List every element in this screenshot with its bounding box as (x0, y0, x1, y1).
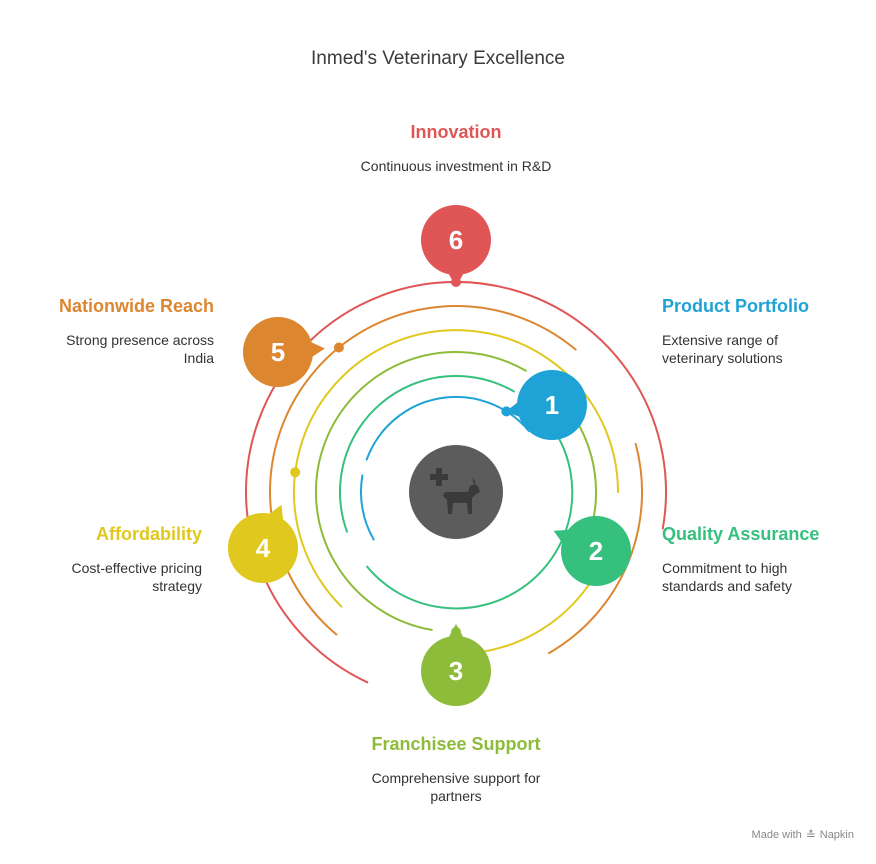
diagram-title: Inmed's Veterinary Excellence (311, 48, 565, 69)
bubble-number-1: 1 (545, 390, 559, 420)
bubble-number-5: 5 (271, 337, 285, 367)
heading-6: Innovation (410, 122, 502, 142)
bubble-circle-2 (561, 516, 631, 586)
bubble-1: 1 (505, 370, 587, 440)
label-quality-assurance: Quality Assurance Commitment to high sta… (662, 524, 876, 595)
label-nationwide-reach: Nationwide Reach Strong presence across … (0, 296, 214, 367)
bubble-6: 6 (421, 205, 491, 287)
label-product-portfolio: Product Portfolio Extensive range of vet… (662, 296, 876, 367)
napkin-brand: Napkin (819, 829, 854, 841)
ring-arc-2 (366, 433, 574, 610)
bubble-number-4: 4 (256, 533, 271, 563)
ring-arc-4 (293, 329, 619, 608)
bubble-number-3: 3 (449, 656, 463, 686)
bubble-circle-3 (421, 636, 491, 706)
heading-3: Franchisee Support (371, 734, 541, 754)
bubble-number-2: 2 (589, 536, 603, 566)
bubble-3: 3 (421, 624, 491, 706)
heading-5: Nationwide Reach (58, 296, 214, 316)
label-affordability: Affordability Cost-effective pricing str… (0, 524, 202, 595)
ring-arc-segment-2 (339, 374, 515, 533)
bubble-circle-6 (421, 205, 491, 275)
label-innovation: Innovation Continuous investment in R&D (341, 122, 571, 175)
description-3: Comprehensive support for partners (371, 770, 541, 804)
bubble-4: 4 (228, 504, 298, 583)
ring-dot-5 (333, 342, 344, 353)
made-with-text: Made with (751, 829, 802, 841)
heading-4: Affordability (96, 524, 202, 544)
label-franchisee-support: Franchisee Support Comprehensive support… (341, 734, 571, 805)
footer: Made with ≛ Napkin (752, 828, 854, 842)
bubble-circle-4 (228, 513, 298, 583)
bubble-2: 2 (553, 516, 631, 586)
vet-dog-cross-icon (430, 468, 480, 514)
bubble-number-6: 6 (449, 225, 463, 255)
heading-2: Quality Assurance (662, 524, 820, 544)
description-6: Continuous investment in R&D (360, 158, 552, 174)
ring-arc-3 (314, 351, 527, 631)
ring-dot-4 (290, 467, 301, 478)
description-1: Extensive range of veterinary solutions (662, 332, 783, 366)
bubble-circle-5 (243, 317, 313, 387)
bubble-5: 5 (243, 317, 325, 387)
bubble-circle-1 (517, 370, 587, 440)
center-circle (409, 445, 503, 539)
heading-1: Product Portfolio (662, 296, 809, 316)
description-5: Strong presence across India (66, 332, 214, 366)
description-2: Commitment to high standards and safety (662, 560, 792, 594)
ring-arc-segment-1 (359, 474, 375, 541)
napkin-logo-icon: ≛ (805, 828, 816, 842)
description-4: Cost-effective pricing strategy (71, 560, 202, 594)
